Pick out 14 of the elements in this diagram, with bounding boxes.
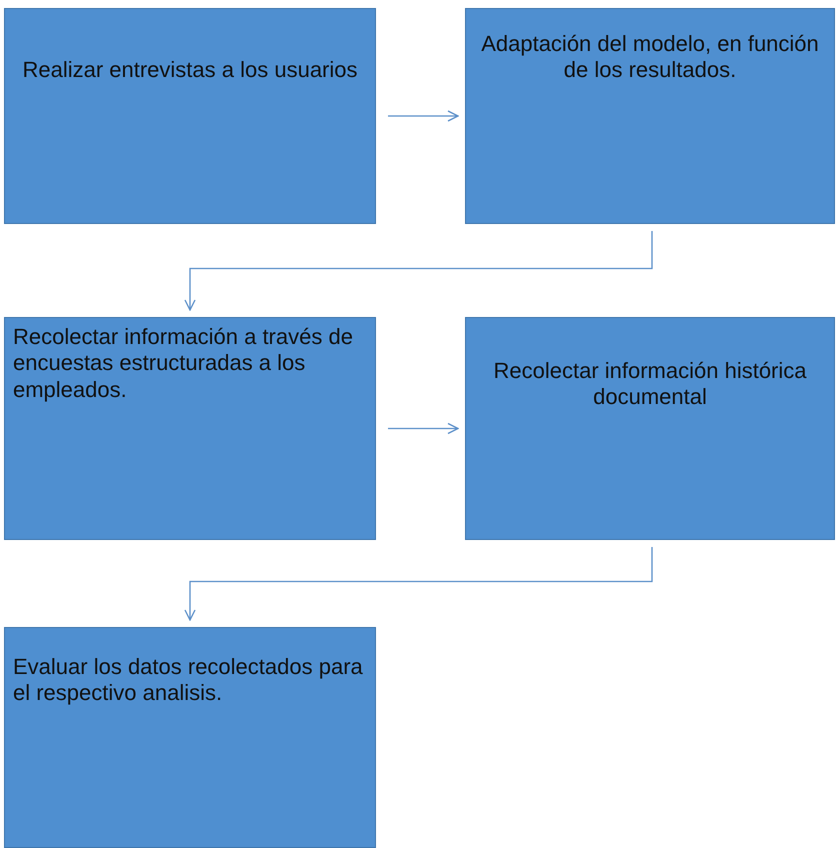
step-text: Adaptación del modelo, en función de los resultados. [480,31,820,84]
arrow [184,231,653,311]
process-box [4,8,376,224]
process-box [4,627,376,848]
arrow [184,547,653,621]
process-box [4,317,376,540]
process-box [465,317,835,540]
step-text: Recolectar información a través de encuestas estructuradas a los empleados. [13,324,354,404]
arrow [388,422,459,434]
step-text: Evaluar los datos recolectados para el respectivo analisis. [13,654,364,707]
arrow [388,110,459,122]
step-text: Recolectar información histórica documental [492,358,808,411]
step-text: Realizar entrevistas a los usuarios [21,57,359,84]
process-box [465,8,835,224]
